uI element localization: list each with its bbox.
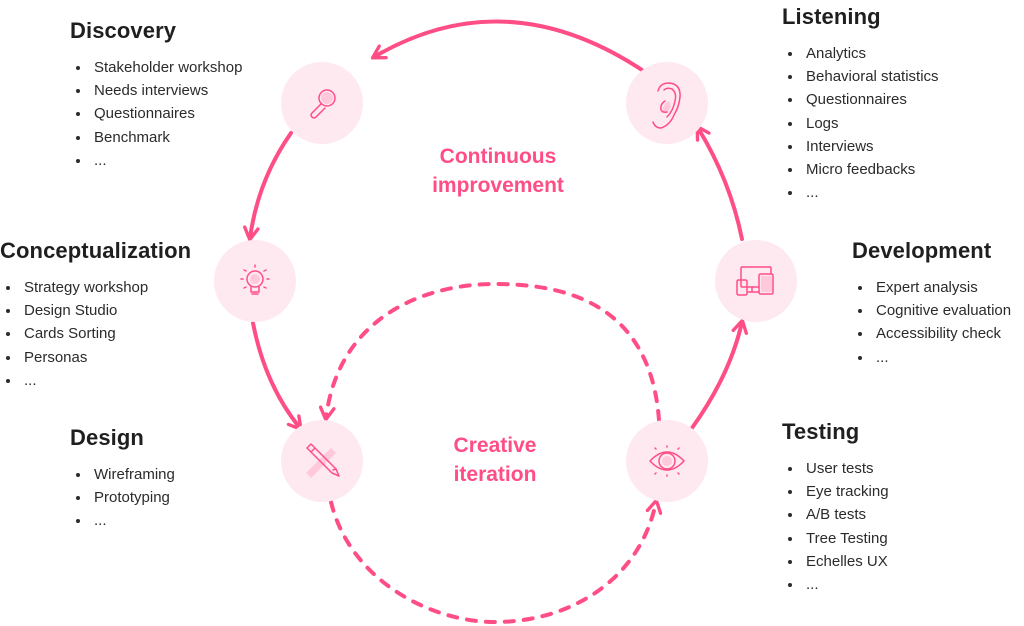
list-item: A/B tests <box>782 503 889 526</box>
magnifier-icon <box>310 89 336 119</box>
list-item: ... <box>0 369 191 392</box>
list-item: Strategy workshop <box>0 276 191 299</box>
phase-title: Development <box>852 238 992 263</box>
list-item: Echelles UX <box>782 550 889 573</box>
discovery-node-circle <box>281 62 363 144</box>
phase-development: Development Expert analysis Cognitive ev… <box>852 238 1011 369</box>
creative-iteration-label: Creative iteration <box>420 431 570 489</box>
phase-title: Discovery <box>70 18 177 43</box>
testing-node[interactable] <box>626 420 708 502</box>
pencil-ruler-icon <box>306 443 340 478</box>
list-item: Design Studio <box>0 299 191 322</box>
dashed-arrow-testing-to-design <box>318 281 661 422</box>
phase-listening: Listening Analytics Behavioral statistic… <box>782 4 939 204</box>
list-item: ... <box>782 573 889 596</box>
list-item: Expert analysis <box>852 276 1011 299</box>
phase-item-list: User tests Eye tracking A/B tests Tree T… <box>782 457 889 596</box>
design-node[interactable] <box>281 420 363 502</box>
list-item: Accessibility check <box>852 322 1011 345</box>
arrow-listening-to-discovery <box>370 19 644 72</box>
continuous-improvement-label: Continuous improvement <box>400 142 596 200</box>
list-item: Stakeholder workshop <box>70 56 242 79</box>
list-item: Wireframing <box>70 463 175 486</box>
list-item: ... <box>70 509 175 532</box>
arrow-testing-to-development <box>690 318 749 430</box>
listening-node[interactable] <box>626 62 708 144</box>
phase-discovery: Discovery Stakeholder workshop Needs int… <box>70 18 242 172</box>
arrow-discovery-to-conceptualization <box>243 131 293 242</box>
phase-title: Conceptualization <box>0 238 192 263</box>
ear-icon <box>652 82 681 129</box>
continuous-improvement-label-line1: Continuous <box>439 145 557 168</box>
conceptualization-node[interactable] <box>214 240 296 322</box>
creative-iteration-label-line1: Creative <box>453 434 537 457</box>
list-item: Micro feedbacks <box>782 158 939 181</box>
phase-item-list: Analytics Behavioral statistics Question… <box>782 42 939 204</box>
phase-item-list: Stakeholder workshop Needs interviews Qu… <box>70 56 242 172</box>
list-item: Eye tracking <box>782 480 889 503</box>
list-item: Prototyping <box>70 486 175 509</box>
continuous-improvement-loop <box>243 19 749 431</box>
development-node-circle <box>715 240 797 322</box>
dashed-arrow-design-to-testing <box>329 498 663 625</box>
phase-testing: Testing User tests Eye tracking A/B test… <box>782 419 889 596</box>
phase-item-list: Strategy workshop Design Studio Cards So… <box>0 276 191 392</box>
list-item: Cognitive evaluation <box>852 299 1011 322</box>
phase-item-list: Wireframing Prototyping ... <box>70 463 175 533</box>
list-item: User tests <box>782 457 889 480</box>
list-item: Interviews <box>782 135 939 158</box>
list-item: Needs interviews <box>70 79 242 102</box>
creative-iteration-loop <box>318 281 663 625</box>
list-item: ... <box>852 346 1011 369</box>
arrow-conceptualization-to-design <box>251 321 303 431</box>
phase-design: Design Wireframing Prototyping ... <box>70 425 175 533</box>
list-item: Analytics <box>782 42 939 65</box>
continuous-improvement-label-line2: improvement <box>432 174 564 197</box>
development-node[interactable] <box>715 240 797 322</box>
list-item: ... <box>70 149 242 172</box>
list-item: Logs <box>782 112 939 135</box>
arrow-development-to-listening <box>695 124 744 241</box>
phase-item-list: Expert analysis Cognitive evaluation Acc… <box>852 276 1011 369</box>
phase-title: Testing <box>782 419 860 444</box>
list-item: Questionnaires <box>70 102 242 125</box>
creative-iteration-label-line2: iteration <box>453 463 537 486</box>
list-item: ... <box>782 181 939 204</box>
eye-icon <box>649 445 685 477</box>
list-item: Tree Testing <box>782 527 889 550</box>
list-item: Questionnaires <box>782 88 939 111</box>
list-item: Personas <box>0 346 191 369</box>
discovery-node[interactable] <box>281 62 363 144</box>
list-item: Cards Sorting <box>0 322 191 345</box>
list-item: Benchmark <box>70 126 242 149</box>
phase-title: Listening <box>782 4 881 29</box>
list-item: Behavioral statistics <box>782 65 939 88</box>
devices-icon <box>736 266 774 296</box>
phase-title: Design <box>70 425 144 450</box>
lightbulb-icon <box>240 264 270 295</box>
phase-conceptualization: Conceptualization Strategy workshop Desi… <box>0 238 191 392</box>
